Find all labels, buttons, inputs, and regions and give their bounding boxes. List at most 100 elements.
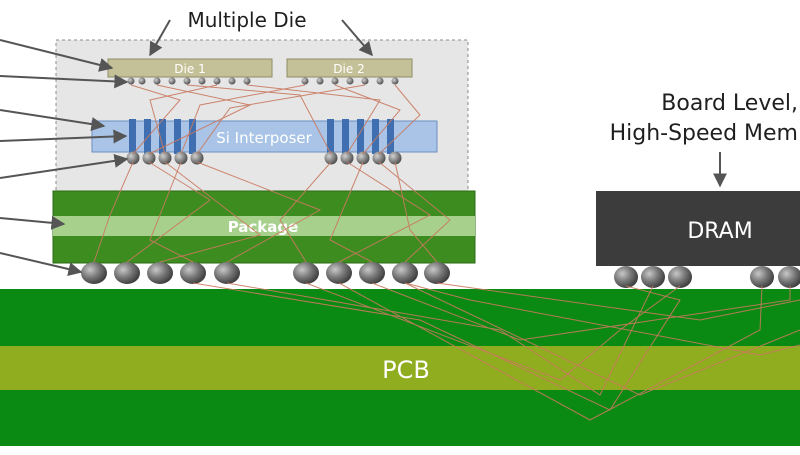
package-substrate: Package <box>52 190 476 264</box>
interposer-label: Si Interposer <box>216 129 312 147</box>
dram-ball <box>750 266 774 288</box>
trace <box>378 161 451 263</box>
multiple-die-label: Multiple Die <box>187 8 306 32</box>
die-2-body <box>286 58 413 78</box>
dram-chip: DRAM <box>596 191 800 288</box>
arrow-to-microbumps <box>0 74 129 89</box>
die-2-label: Die 2 <box>333 62 364 76</box>
package-band <box>53 216 475 236</box>
micro-bump <box>153 77 161 85</box>
trace <box>149 161 194 263</box>
micro-bump <box>198 77 206 85</box>
trace <box>436 282 800 321</box>
tsv <box>372 119 379 154</box>
bump <box>372 151 386 165</box>
solder-ball <box>214 262 240 284</box>
micro-bump <box>361 77 369 85</box>
pcb-label: PCB <box>382 356 430 384</box>
arrow-to-c4-bumps <box>0 153 129 179</box>
micro-bump <box>127 77 135 85</box>
trace <box>149 84 218 155</box>
solder-ball <box>392 262 418 284</box>
dram-ball <box>641 266 665 288</box>
solder-ball <box>114 262 140 284</box>
bump <box>356 151 370 165</box>
trace <box>93 161 134 263</box>
high-speed-memory-label: High-Speed Mem <box>610 121 798 146</box>
micro-bump <box>213 77 221 85</box>
dram-ball <box>614 266 638 288</box>
trace <box>279 161 332 263</box>
die-1: Die 1 <box>107 58 273 78</box>
tsv <box>357 119 364 154</box>
arrow-to-die-layer <box>0 39 114 72</box>
solder-ball <box>81 262 107 284</box>
micro-bump <box>228 77 236 85</box>
solder-ball <box>293 262 319 284</box>
micro-bump <box>243 77 251 85</box>
micro-bumps <box>127 77 399 85</box>
trace <box>130 84 181 155</box>
tsv <box>189 119 196 154</box>
trace <box>378 84 421 155</box>
arrow-to-tsv <box>0 129 128 144</box>
c4-bumps <box>126 151 402 165</box>
bump <box>388 151 402 165</box>
trace <box>226 282 654 396</box>
micro-bump <box>168 77 176 85</box>
micro-bump <box>316 77 324 85</box>
tsv <box>327 119 334 154</box>
micro-bump <box>331 77 339 85</box>
micro-bump <box>183 77 191 85</box>
bump <box>126 151 140 165</box>
si-interposer: Si Interposer <box>91 119 438 154</box>
pcb-band <box>0 346 800 390</box>
trace <box>246 84 381 155</box>
dram-ball <box>668 266 692 288</box>
solder-ball <box>326 262 352 284</box>
micro-bump <box>301 77 309 85</box>
micro-bump <box>346 77 354 85</box>
die-1-label: Die 1 <box>174 62 205 76</box>
arrow-to-package-balls <box>0 252 83 276</box>
die-2: Die 2 <box>286 58 413 78</box>
trace <box>126 161 211 263</box>
arrow-to-interposer <box>0 109 106 132</box>
tsv-group-left <box>129 119 196 154</box>
solder-ball <box>424 262 450 284</box>
dram-label: DRAM <box>687 219 752 244</box>
trace <box>338 161 432 263</box>
bump <box>174 151 188 165</box>
tsv <box>129 119 136 154</box>
trace <box>404 282 800 396</box>
dram-ball <box>778 266 800 288</box>
trace <box>371 282 791 341</box>
trace <box>192 282 681 411</box>
micro-bump <box>376 77 384 85</box>
dram-body <box>596 191 800 266</box>
trace <box>329 161 373 263</box>
trace <box>305 282 681 381</box>
tsv <box>387 119 394 154</box>
signal-traces <box>93 84 800 421</box>
trace <box>404 282 800 356</box>
package-balls <box>81 262 450 284</box>
left-pointer-arrows <box>0 39 129 276</box>
trace <box>180 84 306 155</box>
bump <box>324 151 338 165</box>
arrow-to-die1 <box>149 19 171 57</box>
bump <box>142 151 156 165</box>
solder-ball <box>147 262 173 284</box>
trace <box>334 84 401 155</box>
trace <box>196 84 366 155</box>
micro-bump <box>138 77 146 85</box>
arrow-to-die2 <box>341 19 373 57</box>
arrow-to-package <box>0 215 66 230</box>
solder-ball <box>359 262 385 284</box>
bump <box>158 151 172 165</box>
bump <box>340 151 354 165</box>
trace <box>186 84 332 155</box>
trace <box>394 161 438 263</box>
